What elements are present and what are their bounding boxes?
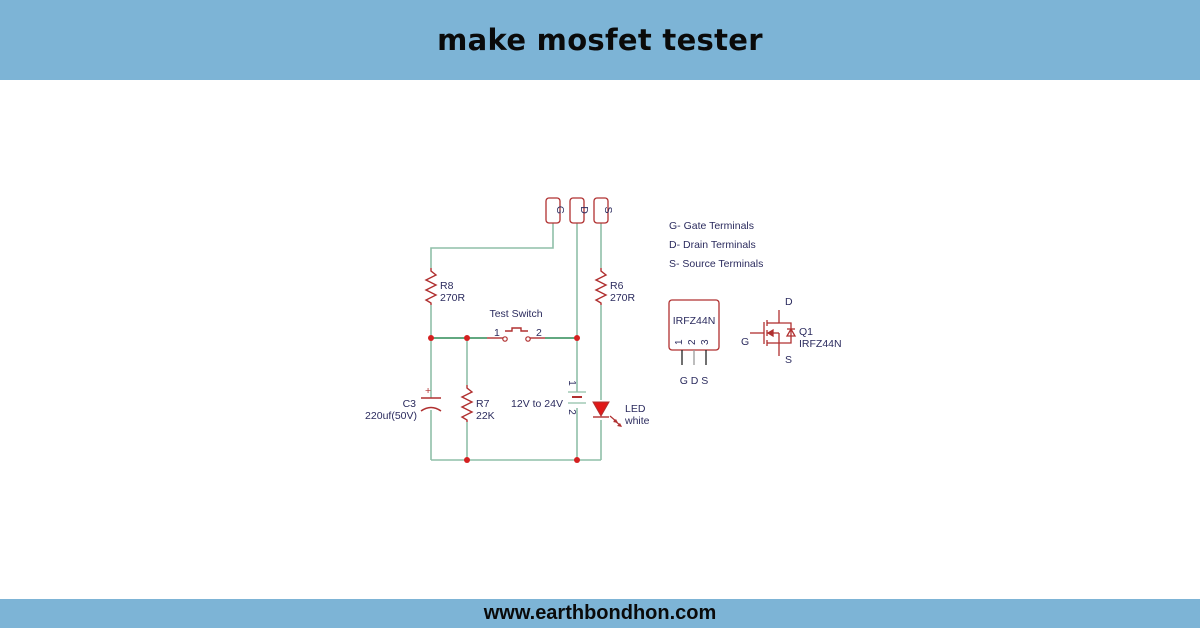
page-title: make mosfet tester bbox=[437, 23, 763, 57]
r8-value: 270R bbox=[440, 292, 466, 304]
switch-pin2: 2 bbox=[536, 327, 542, 339]
wires bbox=[430, 223, 602, 461]
battery: 1 2 12V to 24V bbox=[511, 380, 586, 415]
legend-drain: D- Drain Terminals bbox=[669, 239, 756, 251]
package-pin-2: 2 bbox=[687, 339, 698, 345]
switch-pin1: 1 bbox=[494, 327, 500, 339]
battery-pin2: 2 bbox=[566, 409, 577, 415]
r7-value: 22K bbox=[476, 410, 495, 422]
c3-ref: C3 bbox=[403, 398, 417, 410]
terminal-g: G bbox=[545, 197, 566, 224]
battery-pin1: 1 bbox=[566, 380, 577, 386]
junction-dot bbox=[428, 335, 434, 341]
package-pin-3: 3 bbox=[700, 339, 711, 345]
resistor-r6: R6 270R bbox=[594, 268, 636, 305]
mosfet-drain-label: D bbox=[785, 296, 793, 308]
footer-banner: www.earthbondhon.com bbox=[0, 599, 1200, 628]
legend-gate: G- Gate Terminals bbox=[669, 220, 754, 232]
terminal-s-label: S bbox=[602, 206, 614, 213]
led-color-label: white bbox=[624, 415, 650, 427]
resistor-r8: R8 270R bbox=[424, 268, 466, 305]
package-pin-names: G D S bbox=[680, 375, 709, 387]
junction-dot bbox=[464, 335, 470, 341]
website-url[interactable]: www.earthbondhon.com bbox=[483, 602, 717, 624]
r6-value: 270R bbox=[610, 292, 636, 304]
r6-ref: R6 bbox=[610, 280, 624, 292]
junction-dot bbox=[574, 457, 580, 463]
c3-polarity: + bbox=[425, 385, 431, 397]
wire-gate bbox=[430, 223, 554, 268]
battery-label: 12V to 24V bbox=[511, 398, 563, 410]
terminal-d-label: D bbox=[578, 206, 590, 214]
junctions bbox=[428, 335, 580, 463]
terminal-g-label: G bbox=[554, 206, 566, 214]
mosfet-package: IRFZ44N 1 2 3 G D S bbox=[668, 299, 720, 387]
legend-source: S- Source Terminals bbox=[669, 258, 763, 270]
led: LED white bbox=[592, 401, 650, 427]
terminal-legend: G- Gate Terminals D- Drain Terminals S- … bbox=[669, 220, 763, 270]
package-part-label: IRFZ44N bbox=[673, 315, 716, 327]
junction-dot bbox=[464, 457, 470, 463]
r7-ref: R7 bbox=[476, 398, 490, 410]
c3-value: 220uf(50V) bbox=[365, 410, 417, 422]
mosfet-source-label: S bbox=[785, 354, 792, 366]
package-pin-1: 1 bbox=[674, 339, 685, 345]
test-switch: Test Switch 1 2 bbox=[487, 308, 545, 342]
switch-label: Test Switch bbox=[489, 308, 542, 320]
terminal-d: D bbox=[569, 197, 590, 224]
mosfet-gate-label: G bbox=[741, 336, 749, 348]
resistor-r7: R7 22K bbox=[460, 385, 495, 422]
mosfet-ref: Q1 bbox=[799, 326, 813, 338]
r8-ref: R8 bbox=[440, 280, 454, 292]
capacitor-c3: + C3 220uf(50V) bbox=[365, 385, 442, 422]
junction-dot bbox=[574, 335, 580, 341]
header-banner: make mosfet tester bbox=[0, 0, 1200, 80]
terminal-s: S bbox=[593, 197, 614, 224]
led-label: LED bbox=[625, 403, 646, 415]
mosfet-part: IRFZ44N bbox=[799, 338, 842, 350]
mosfet-symbol bbox=[750, 310, 797, 356]
